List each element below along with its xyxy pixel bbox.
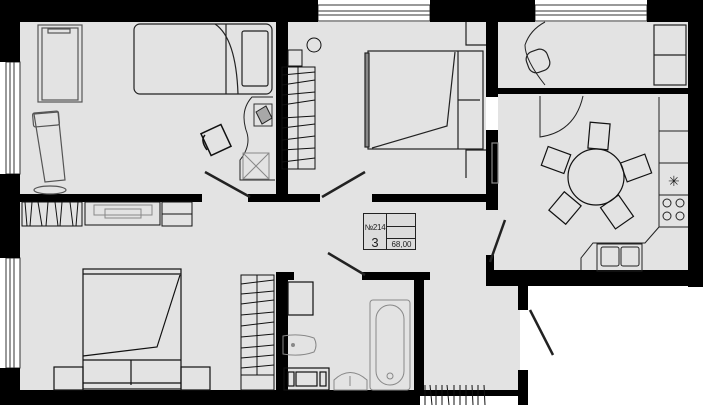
wardrobe-icon	[21, 201, 193, 227]
extractor-icon: ✳	[668, 174, 680, 190]
bed-icon	[364, 22, 499, 184]
washing-machine-icon	[283, 281, 330, 391]
desk-chair-icon	[199, 123, 233, 157]
divider	[386, 226, 416, 227]
treadmill-icon	[37, 24, 83, 103]
chair-icon	[540, 121, 653, 230]
window-icon	[5, 4, 648, 369]
wardrobe-icon	[240, 274, 275, 391]
kitchen-counter-icon	[580, 97, 688, 270]
apartment-label: №214 3 68,00	[363, 213, 416, 250]
wardrobe-icon	[424, 384, 486, 405]
washbasin-icon	[333, 372, 368, 391]
floor-areas	[20, 22, 688, 390]
divider	[386, 238, 416, 239]
desk-icon	[239, 96, 275, 181]
door-arc-icon	[524, 21, 584, 138]
wardrobe-icon	[281, 37, 322, 170]
bed-icon	[53, 268, 211, 391]
armchair-icon	[525, 24, 687, 86]
door-swing-icon	[204, 170, 555, 356]
rooms-count: 3	[371, 235, 379, 250]
bathtub-icon	[369, 299, 411, 391]
stove-icon	[662, 198, 685, 221]
tv-stand-icon	[93, 204, 153, 219]
toilet-icon	[282, 334, 317, 356]
sink-icon	[596, 243, 643, 272]
divider	[386, 214, 387, 250]
apartment-area: 68,00	[391, 240, 412, 249]
cabinet-icon	[242, 152, 270, 180]
apartment-number: №214	[364, 223, 386, 232]
bench-icon	[32, 110, 67, 195]
bed-icon	[133, 23, 273, 95]
